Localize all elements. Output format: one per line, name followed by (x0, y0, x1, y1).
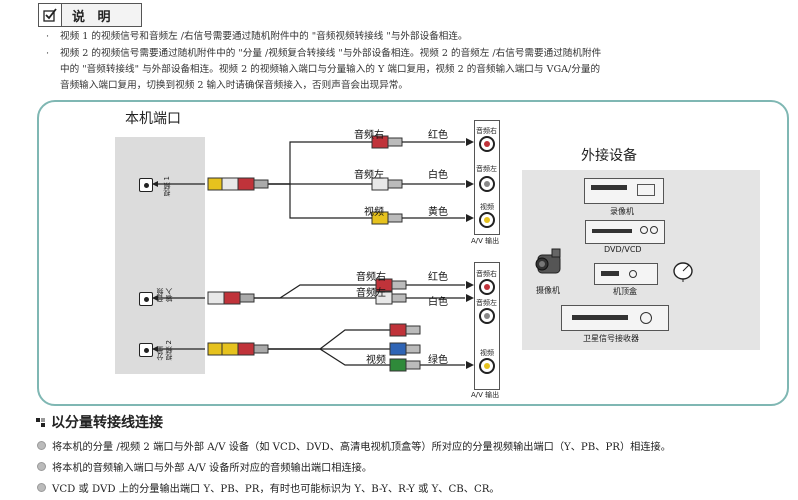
satellite-receiver-device (561, 305, 669, 331)
upper-cable-color-red: 红色 (428, 130, 448, 141)
upper-cable-color-yellow: 黄色 (428, 207, 448, 218)
section-bullet-icon (36, 417, 45, 427)
component-video2-port (139, 343, 153, 357)
component-cable (152, 323, 474, 372)
upper-panel-caption: A/V 输出 (471, 237, 500, 245)
note-header: 说 明 (38, 3, 142, 27)
lower-cable-label-left: 音频左 (356, 288, 386, 299)
upper-jack-yellow (479, 212, 495, 228)
lower-cable-color-white: 白色 (428, 297, 448, 308)
lower-jack-label-left: 音频左 (476, 299, 497, 307)
section-item-1: 将本机的分量 /视频 2 端口与外部 A/V 设备（如 VCD、DVD、高清电视… (37, 438, 671, 453)
satellite-receiver-label: 卫星信号接收器 (583, 334, 639, 343)
section-title: 以分量转接线连接 (36, 412, 163, 432)
vcr-label: 录像机 (610, 207, 634, 216)
lower-cable-label-right: 音频右 (356, 272, 386, 283)
upper-cable-label-video: 视频 (364, 207, 384, 218)
diagram-frame (37, 100, 789, 406)
lower-jack-label-right: 音频右 (476, 270, 497, 278)
section-item-3: VCD 或 DVD 上的分量输出端口 Y、PB、PR，有时也可能标识为 Y、B-… (37, 480, 500, 495)
lower-jack-label-video: 视频 (480, 349, 494, 357)
lower-cable-color-green: 绿色 (428, 355, 448, 366)
upper-cable-label-right: 音频右 (354, 130, 384, 141)
lower-jack-yellow (479, 358, 495, 374)
camcorder-label: 摄像机 (536, 286, 560, 295)
unit-ports-title: 本机端口 (125, 111, 181, 127)
video1-port (139, 178, 153, 192)
lower-jack-white (479, 308, 495, 324)
upper-jack-label-left: 音频左 (476, 165, 497, 173)
lower-audio-cable (152, 278, 474, 305)
satellite-dish-icon (671, 262, 695, 282)
lower-cable-label-video: 视频 (366, 355, 386, 366)
camcorder-icon (532, 247, 566, 279)
note-1: ·视频 1 的视频信号和音频左 /右信号需要通过随机附件中的 "音频视频转接线 … (46, 31, 468, 42)
audio-in-port (139, 292, 153, 306)
lower-jack-red (479, 279, 495, 295)
checkbox-icon (39, 4, 62, 26)
stb-device (594, 263, 658, 285)
section-item-2: 将本机的音频输入端口与外部 A/V 设备所对应的音频输出端口相连接。 (37, 459, 372, 474)
upper-cable-color-white: 白色 (428, 170, 448, 181)
dvd-label: DVD/VCD (604, 245, 642, 254)
stb-label: 机顶盒 (613, 287, 637, 296)
unit-port-panel (115, 137, 205, 374)
upper-jack-white (479, 176, 495, 192)
upper-jack-label-right: 音频右 (476, 127, 497, 135)
upper-jack-label-video: 视频 (480, 203, 494, 211)
lower-panel-caption: A/V 输出 (471, 391, 500, 399)
external-devices-title: 外接设备 (581, 148, 637, 164)
upper-jack-red (479, 136, 495, 152)
upper-cable-label-left: 音频左 (354, 170, 384, 181)
lower-cable-color-red: 红色 (428, 272, 448, 283)
note-2-cont2: 音频输入端口复用，切换到视频 2 输入时请确保音频接入，否则声音会出现异常。 (60, 80, 408, 91)
note-2-cont: 中的 "音频转接线" 与外部设备相连。视频 2 的视频输入端口与分量输入的 Y … (60, 64, 601, 75)
note-2: ·视频 2 的视频信号需要通过随机附件中的 "分量 /视频复合转接线 "与外部设… (46, 48, 602, 59)
vcr-device (584, 178, 664, 204)
dvd-device (585, 220, 665, 244)
upper-av-cable (152, 135, 474, 225)
note-header-label: 说 明 (72, 9, 115, 25)
